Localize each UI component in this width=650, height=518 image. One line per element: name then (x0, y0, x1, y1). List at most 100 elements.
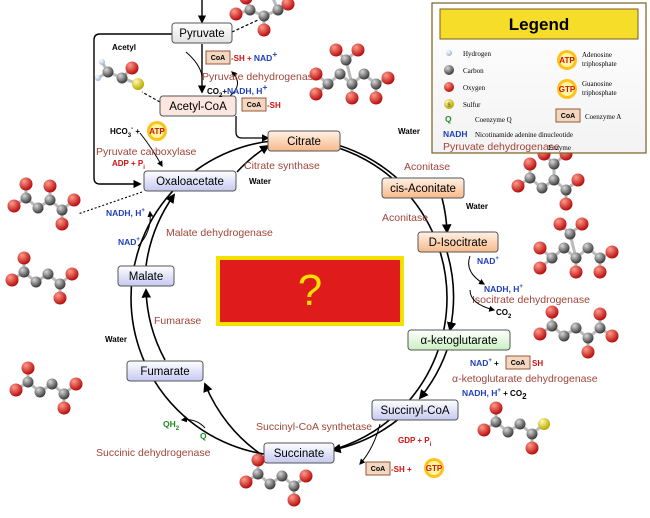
malate-box[interactable]: Malate (117, 265, 175, 287)
cis-aconitate-box[interactable]: cis-Aconitate (381, 177, 465, 199)
carbon-atom (58, 388, 70, 400)
svg-text:GTP: GTP (559, 85, 576, 94)
alpha-ketoglutarate-molecule (533, 305, 619, 359)
citrate-box[interactable]: Citrate (267, 130, 341, 152)
oxygen-atom (65, 267, 79, 281)
svg-text:CoA: CoA (561, 113, 575, 120)
coa-badge (365, 461, 391, 476)
oxygen-atom (351, 43, 365, 57)
oxygen-atom (67, 193, 81, 207)
oxygen-atom (533, 261, 547, 275)
enzyme-aconitase-1: Aconitase (404, 161, 450, 173)
oxygen-atom (559, 197, 573, 211)
carbon-atom (46, 378, 58, 390)
fumarate-label: Fumarate (140, 366, 189, 378)
acetyl-coa-sh: CoA -SH (241, 97, 281, 112)
enzyme-aconitase-2: Aconitase (382, 212, 428, 224)
hydrogen-icon (446, 50, 452, 56)
carbon-atom (258, 10, 270, 22)
oxaloacetate-box[interactable]: Oxaloacetate (143, 170, 237, 192)
svg-text:CO2+NADH, H+: CO2+NADH, H+ (207, 82, 267, 99)
oxygen-atom (5, 273, 19, 287)
svg-text:NADH, H+: NADH, H+ (484, 284, 523, 294)
malate-label: Malate (129, 271, 164, 283)
oxygen-atom (489, 401, 503, 415)
svg-text:Carbon: Carbon (463, 67, 484, 75)
acetyl-coa-box[interactable]: Acetyl-CoA (159, 95, 237, 117)
oxygen-atom (329, 43, 343, 57)
svg-text:NAD+: NAD+ (477, 256, 499, 266)
alpha-ketoglutarate-box[interactable]: α-ketoglutarate (407, 329, 511, 351)
svg-text:QH2: QH2 (163, 419, 180, 432)
oxygen-atom (605, 329, 619, 343)
svg-text:Adenosine: Adenosine (582, 51, 612, 59)
svg-text:-SH +: -SH + (391, 465, 412, 474)
carbon-atom (558, 330, 570, 342)
carbon-atom (594, 322, 606, 334)
oxygen-atom (345, 91, 359, 105)
carbon-atom (524, 172, 536, 184)
carbon-atom (570, 322, 582, 334)
oxygen-atom (69, 377, 83, 391)
coa-legend-icon (555, 108, 581, 123)
sulfur-atom (538, 418, 550, 430)
svg-text:Water: Water (249, 177, 271, 186)
citrate-label: Citrate (287, 136, 321, 148)
isocitrate-molecule (533, 217, 619, 279)
svg-text:Q: Q (200, 431, 207, 441)
oxygen-atom (7, 199, 21, 213)
enzyme-akg-dehydrogenase: α-ketoglutarate dehydrogenase (452, 373, 598, 385)
acetyl-molecule (95, 59, 144, 90)
coa-badge (205, 50, 231, 65)
fumarate-molecule (9, 361, 83, 415)
carboxylase-cofactors: HCO3- + ATP ADP + Pi Acetyl (110, 43, 167, 171)
enzyme-succinic-dehydrogenase: Succinic dehydrogenase (96, 447, 211, 459)
carbon-atom (558, 242, 570, 254)
oxygen-atom (43, 179, 57, 193)
pdh-cofactors: CoA -SH + NAD+ CO2+NADH, H+ (205, 49, 277, 99)
carbon-atom (252, 468, 264, 480)
carbon-atom (560, 184, 572, 196)
scs-cofactors: GDP + Pi CoA -SH + GTP (359, 423, 444, 478)
svg-text:Water: Water (398, 127, 420, 136)
carbon-atom (570, 252, 582, 264)
svg-text:NADH: NADH (443, 129, 468, 139)
carbon-atom (30, 276, 42, 288)
carbon-atom (594, 252, 606, 264)
svg-text:CoA: CoA (511, 360, 525, 367)
oxygen-atom (125, 61, 139, 75)
svg-text:Pyruvate dehydrogenase: Pyruvate dehydrogenase (443, 141, 560, 153)
svg-text:GTP: GTP (426, 464, 443, 473)
carbon-atom (490, 416, 502, 428)
oxygen-atom (593, 265, 607, 279)
oxygen-atom (55, 217, 69, 231)
fumarate-box[interactable]: Fumarate (126, 360, 204, 382)
svg-text:triphosphate: triphosphate (582, 89, 617, 97)
carbon-atom (322, 78, 334, 90)
akg-cofactors: NAD+ + CoA SH NADH, H+ + CO2 (462, 355, 543, 401)
svg-text:Coenzyme A: Coenzyme A (585, 113, 621, 121)
svg-text:Sulfur: Sulfur (463, 101, 481, 109)
carbon-atom (502, 426, 514, 438)
carbon-atom (22, 376, 34, 388)
oxygen-atom (53, 291, 67, 305)
pyruvate-box[interactable]: Pyruvate (171, 22, 233, 44)
svg-text:CO2: CO2 (496, 308, 512, 320)
enzyme-succinyl-coa-synthetase: Succinyl-CoA synthetase (256, 421, 372, 433)
enzyme-fumarase: Fumarase (154, 315, 201, 327)
carbon-atom (564, 228, 576, 240)
enzyme-malate-dehydrogenase: Malate dehydrogenase (166, 227, 273, 239)
d-isocitrate-box[interactable]: D-Isocitrate (417, 231, 499, 253)
succinyl-coa-box[interactable]: Succinyl-CoA (371, 399, 459, 421)
carbon-atom (276, 470, 288, 482)
svg-text:CoA: CoA (211, 55, 225, 62)
svg-text:NADH, H+ + CO2: NADH, H+ + CO2 (462, 388, 527, 401)
carbon-atom (548, 174, 560, 186)
svg-text:NAD+: NAD+ (118, 237, 140, 247)
carbon-atom (264, 478, 276, 490)
oxygen-atom (229, 7, 243, 21)
oxygen-atom (17, 251, 31, 265)
succinate-box[interactable]: Succinate (263, 442, 335, 464)
hydrogen-atom (95, 75, 101, 81)
svg-text:Guanosine: Guanosine (582, 80, 612, 88)
